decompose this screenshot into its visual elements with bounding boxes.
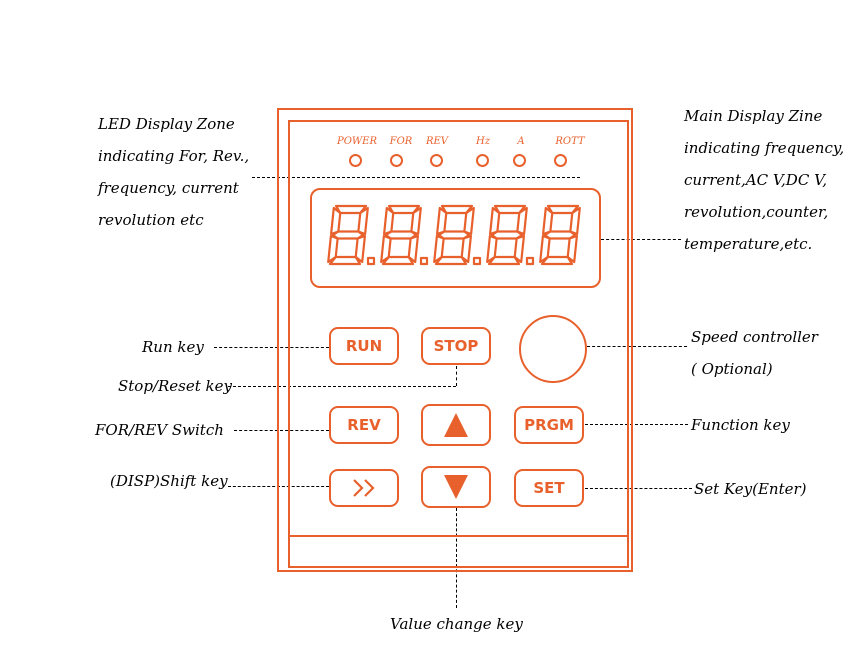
main-display-annotation: Main Display Zine indicating frequency, … [684, 100, 844, 260]
annotation-line: indicating For, Rev., [98, 147, 250, 165]
led-zone-annotation: LED Display Zone indicating For, Rev., f… [98, 108, 249, 236]
digit-segment [566, 234, 578, 264]
keypad-inner-frame [288, 120, 629, 568]
digit-segment [542, 206, 554, 236]
annotation-line: revolution etc [98, 211, 204, 229]
digit-segment [330, 206, 342, 236]
down-button[interactable] [421, 466, 491, 508]
set-key-leader [585, 488, 692, 489]
led-indicator-power [349, 154, 362, 167]
set-button[interactable]: SET [514, 469, 584, 507]
led-label-rev: REV [425, 136, 449, 147]
digit-segment [433, 234, 445, 264]
annotation-line: Speed controller [691, 328, 818, 346]
annotation-line: indicating frequency, [684, 139, 845, 157]
set-key-annotation: Set Key(Enter) [694, 480, 807, 498]
digit-segment [516, 206, 528, 236]
digit-segment [407, 234, 419, 264]
stop-key-leader-vertical [456, 366, 457, 386]
decimal-point [366, 256, 376, 266]
led-label-power: POWER [336, 136, 378, 147]
digit-segment [569, 206, 581, 236]
speed-controller-leader [587, 346, 687, 347]
run-button[interactable]: RUN [329, 327, 399, 365]
digit-segment [381, 255, 415, 266]
digit-segment [513, 234, 525, 264]
annotation-line: temperature,etc. [684, 235, 813, 253]
digit-group [327, 204, 581, 266]
for-rev-annotation: FOR/REV Switch [95, 421, 224, 439]
annotation-line: ( Optional) [691, 360, 773, 378]
shift-key-annotation: (DISP)Shift key [110, 472, 228, 490]
decimal-point [419, 256, 429, 266]
triangle-down-icon [444, 475, 468, 499]
main-display [310, 188, 601, 288]
function-key-annotation: Function key [691, 416, 790, 434]
digit-segment [327, 234, 339, 264]
led-indicator-for [390, 154, 403, 167]
digit-segment [380, 234, 392, 264]
digit-segment [540, 255, 574, 266]
function-key-leader [585, 424, 688, 425]
digit-segment [357, 206, 369, 236]
digit-segment [487, 255, 521, 266]
digit-segment [410, 206, 422, 236]
stop-key-annotation: Stop/Reset key [118, 377, 232, 395]
triangle-up-icon [444, 413, 468, 437]
digit-segment [489, 206, 501, 236]
value-change-leader [456, 508, 457, 608]
up-button[interactable] [421, 404, 491, 446]
keypad-bottom-divider [288, 535, 629, 537]
led-zone-leader [252, 177, 580, 178]
run-key-leader [214, 347, 329, 348]
speed-controller-annotation: Speed controller ( Optional) [691, 321, 818, 385]
led-indicator-a [513, 154, 526, 167]
digit-segment [460, 234, 472, 264]
digit-segment [354, 234, 366, 264]
decimal-point [525, 256, 535, 266]
annotation-line: LED Display Zone [98, 115, 235, 133]
led-label-rott: ROTT [555, 136, 585, 147]
shift-button[interactable] [329, 469, 399, 507]
led-indicator-rev [430, 154, 443, 167]
speed-controller-knob[interactable] [519, 315, 587, 383]
value-change-annotation: Value change key [390, 615, 523, 633]
decimal-point [472, 256, 482, 266]
digit-segment [486, 234, 498, 264]
led-indicator-hz [476, 154, 489, 167]
for-rev-leader [234, 430, 329, 431]
digit-segment [436, 206, 448, 236]
digit-segment [539, 234, 551, 264]
main-display-leader [601, 239, 681, 240]
prgm-button[interactable]: PRGM [514, 406, 584, 444]
stop-key-leader [228, 386, 456, 387]
annotation-line: revolution,counter, [684, 203, 829, 221]
led-label-hz: Hz [476, 136, 490, 147]
led-label-a: A [517, 136, 525, 147]
run-key-annotation: Run key [142, 338, 204, 356]
keypad-outer-frame [277, 108, 633, 572]
annotation-line: current,AC V,DC V, [684, 171, 828, 189]
digit-segment [328, 255, 362, 266]
annotation-line: Main Display Zine [684, 107, 823, 125]
double-chevron-right-icon [353, 479, 375, 497]
seven-segment-digits [327, 204, 581, 266]
digit-segment [463, 206, 475, 236]
annotation-line: frequency, current [98, 179, 239, 197]
digit-segment [383, 206, 395, 236]
digit-segment [434, 255, 468, 266]
rev-button[interactable]: REV [329, 406, 399, 444]
stop-reset-button[interactable]: STOP [421, 327, 491, 365]
led-label-for: FOR [389, 136, 413, 147]
led-indicator-rott [554, 154, 567, 167]
